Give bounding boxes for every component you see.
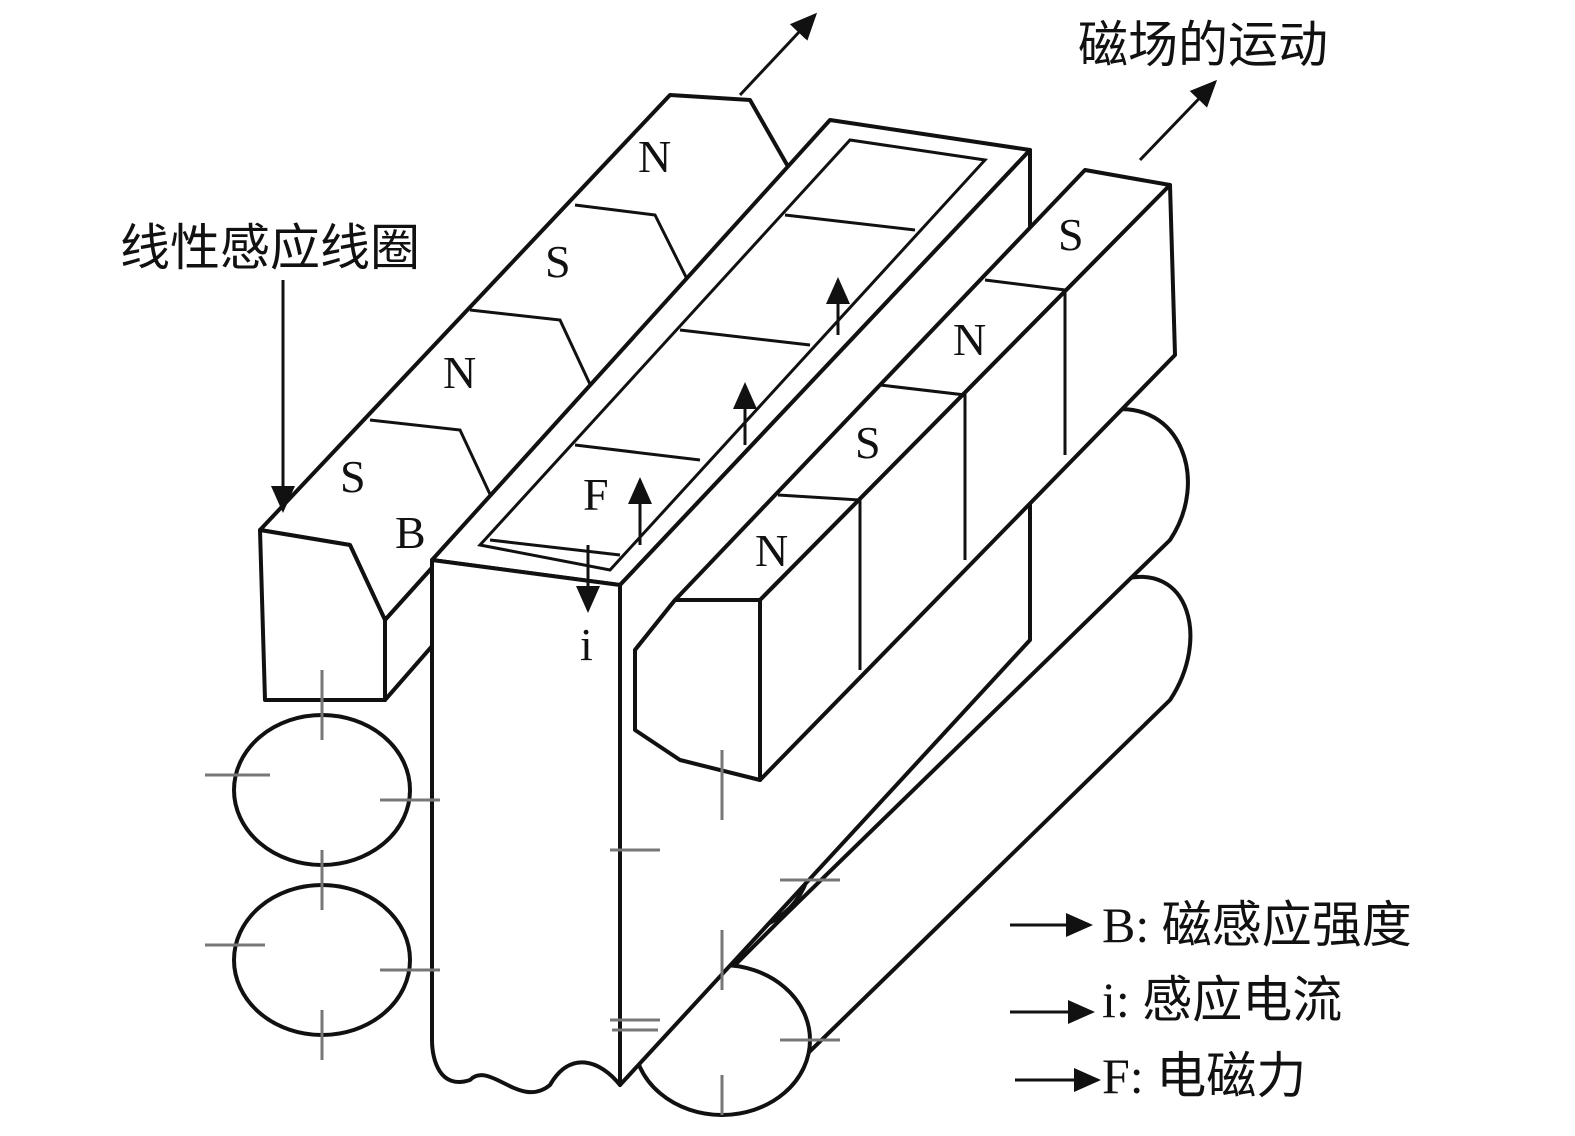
motion-arrow-left	[738, 12, 818, 97]
left-magnet-pole: N	[443, 347, 476, 398]
B-label: B	[395, 507, 426, 558]
right-magnet-pole: N	[953, 314, 986, 365]
force-arrows	[271, 12, 1218, 613]
right-magnet-pole: S	[1058, 209, 1084, 260]
left-magnet-pole: N	[638, 131, 671, 182]
right-magnet-pole: N	[755, 525, 788, 576]
legend-item: i: 感应电流	[1102, 972, 1342, 1028]
legend-item: F: 电磁力	[1102, 1048, 1306, 1104]
left-magnet-pole: S	[545, 236, 571, 287]
right-magnet-pole: S	[855, 417, 881, 468]
F-label: F	[583, 469, 609, 520]
legend: B: 磁感应强度 i: 感应电流 F: 电磁力	[1010, 897, 1412, 1104]
right-magnet-row	[633, 168, 1177, 782]
coil-label: 线性感应线圈	[120, 220, 420, 276]
motion-arrow-right	[1138, 79, 1218, 162]
legend-item: B: 磁感应强度	[1102, 897, 1412, 953]
i-label: i	[580, 619, 593, 670]
roller-markers	[205, 670, 840, 1115]
field-motion-label: 磁场的运动	[1078, 17, 1328, 73]
left-magnet-pole: S	[340, 451, 366, 502]
